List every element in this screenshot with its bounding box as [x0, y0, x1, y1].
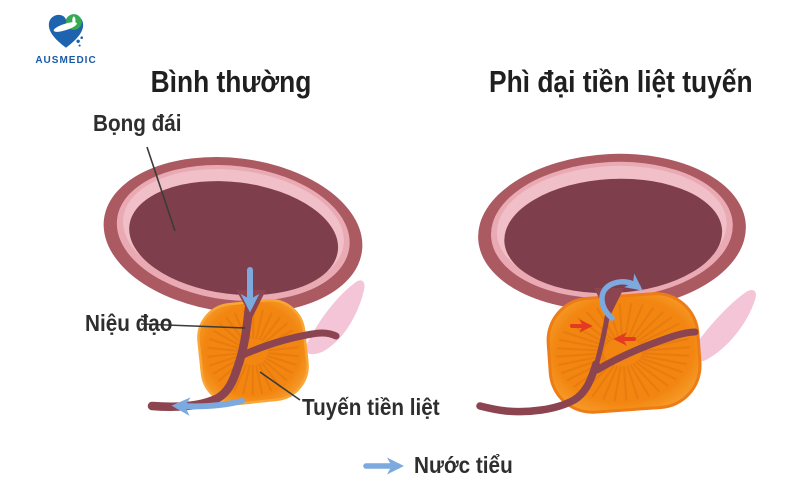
urine-exit-arrow — [171, 397, 245, 416]
bladder-normal — [103, 156, 363, 314]
urine-backflow-arrow — [599, 273, 643, 321]
ejaculatory-duct-normal — [237, 329, 340, 360]
ausmedic-logo: AUSMEDIC — [24, 12, 108, 66]
urethra-label-line — [140, 323, 246, 329]
normal-diagram — [103, 156, 365, 416]
label-lines — [140, 146, 301, 401]
bladder-enlarged — [478, 153, 746, 311]
label-urethra: Niệu đạo — [85, 310, 173, 336]
title-normal: Bình thường — [150, 64, 312, 99]
heart-logo-icon — [48, 14, 84, 48]
urethra-enlarged-lower — [476, 360, 600, 416]
prostate-label-line — [259, 371, 301, 401]
legend-urine-flow: Nước tiểu — [414, 452, 513, 478]
label-bladder: Bọng đái — [93, 110, 182, 136]
bladder-label-line — [146, 146, 176, 232]
title-enlarged: Phì đại tiền liệt tuyến — [489, 64, 753, 99]
label-prostate: Tuyến tiền liệt — [302, 394, 440, 420]
logo-text: AUSMEDIC — [35, 55, 97, 66]
enlarged-diagram — [476, 153, 756, 416]
ejaculatory-duct-enlarged — [593, 328, 699, 374]
seminal-vesicle-enlarged — [689, 289, 756, 362]
